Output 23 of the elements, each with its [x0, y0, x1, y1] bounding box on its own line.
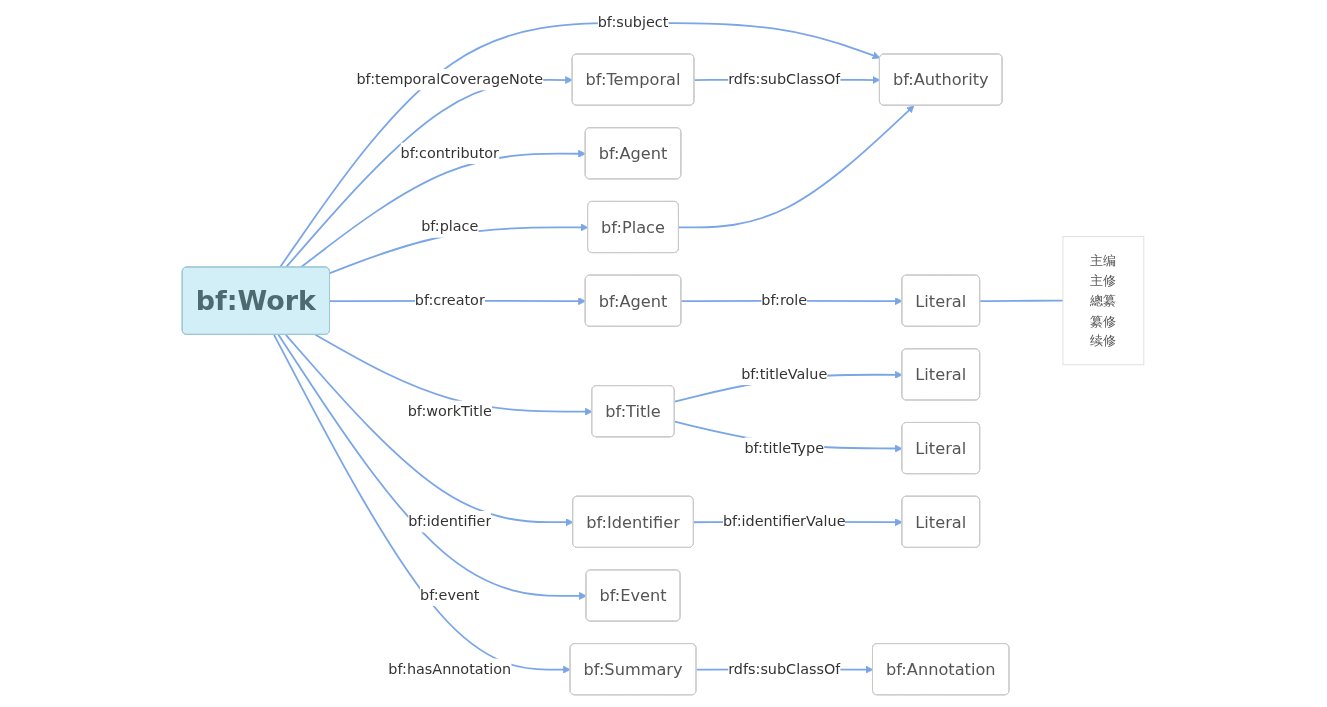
edge-label: bf:creator: [415, 291, 486, 309]
arrow: [285, 333, 574, 527]
connector: [979, 299, 1065, 303]
edge-label: bf:temporalCoverageNote: [356, 70, 544, 88]
arrow: [273, 333, 572, 674]
edge-label: bf:identifierValue: [723, 512, 847, 530]
edge-label: bf:hasAnnotation: [388, 660, 512, 678]
edge-label: bf:titleValue: [741, 365, 828, 383]
edge-label: bf:event: [420, 586, 480, 604]
arrow: [678, 105, 915, 229]
edge-label: bf:contributor: [401, 144, 500, 162]
edge-label: bf:role: [761, 291, 808, 309]
arrow: [315, 333, 594, 416]
node-text: bf:Place: [601, 217, 666, 237]
arrow: [278, 333, 588, 600]
edge-label: bf:identifier: [408, 512, 492, 530]
node-box: 主编 主修 總纂 纂修 续修: [1063, 236, 1145, 366]
edge-label: bf:subject: [598, 13, 669, 32]
edge-label: bf:workTitle: [408, 402, 493, 420]
edge-label: rdfs:subClassOf: [728, 660, 841, 678]
edge-label: rdfs:subClassOf: [728, 70, 841, 88]
edge-label: bf:place: [421, 218, 479, 236]
edge-label: bf:titleType: [744, 439, 825, 457]
